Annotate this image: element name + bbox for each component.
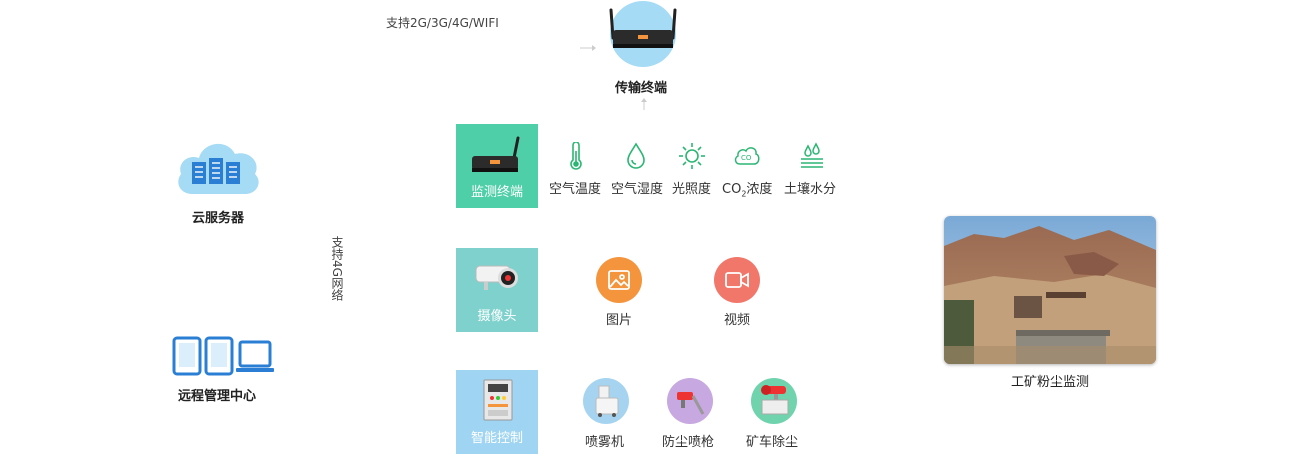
image-icon <box>596 257 642 303</box>
dust-spray-gun-icon <box>667 378 713 424</box>
camera-icon <box>474 260 522 300</box>
cloud-server-icon <box>175 134 263 196</box>
image-label: 图片 <box>606 313 633 328</box>
remote-center-label: 远程管理中心 <box>178 389 257 404</box>
video-label: 视频 <box>724 313 751 328</box>
sun-icon <box>678 142 706 170</box>
sprayer-icon <box>583 378 629 424</box>
co2-cloud-icon: CO <box>733 143 761 169</box>
router-icon <box>605 0 681 72</box>
arrow-up-icon <box>641 95 647 110</box>
camera-tile: 摄像头 <box>456 248 538 332</box>
mine-car-dust-removal-icon <box>751 378 797 424</box>
camera-label: 摄像头 <box>477 309 517 324</box>
network-support-text: 支持4G网络 <box>330 236 344 301</box>
sensor-co2-label: CO2浓度 <box>722 182 773 199</box>
arrow-right-icon <box>580 36 596 51</box>
sensor-air-humidity-label: 空气湿度 <box>611 182 664 197</box>
mining-dust-monitoring-label: 工矿粉尘监测 <box>1011 375 1090 390</box>
video-icon <box>714 257 760 303</box>
control-cabinet-icon <box>482 378 514 426</box>
smart-control-tile: 智能控制 <box>456 370 538 454</box>
mining-site-photo <box>944 216 1156 364</box>
mine-car-dust-removal-label: 矿车除尘 <box>746 435 799 450</box>
sprayer-label: 喷雾机 <box>585 435 625 450</box>
cloud-server-label: 云服务器 <box>192 211 245 226</box>
monitor-device-icon <box>470 136 524 180</box>
svg-text:CO: CO <box>741 154 752 162</box>
dust-spray-gun-label: 防尘喷枪 <box>662 435 715 450</box>
smart-control-label: 智能控制 <box>470 431 523 446</box>
sensor-illuminance-label: 光照度 <box>672 182 712 197</box>
thermometer-icon <box>565 141 587 170</box>
devices-icon <box>172 336 276 376</box>
terminal-label: 传输终端 <box>615 81 668 96</box>
monitor-terminal-label: 监测终端 <box>470 185 523 200</box>
soil-moisture-icon <box>798 142 826 170</box>
sensor-soil-moisture-label: 土壤水分 <box>784 182 837 197</box>
sensor-air-temperature-label: 空气温度 <box>549 182 602 197</box>
monitor-terminal-tile: 监测终端 <box>456 124 538 208</box>
top-support-text: 支持2G/3G/4G/WIFI <box>386 16 499 30</box>
droplet-icon <box>625 142 647 170</box>
